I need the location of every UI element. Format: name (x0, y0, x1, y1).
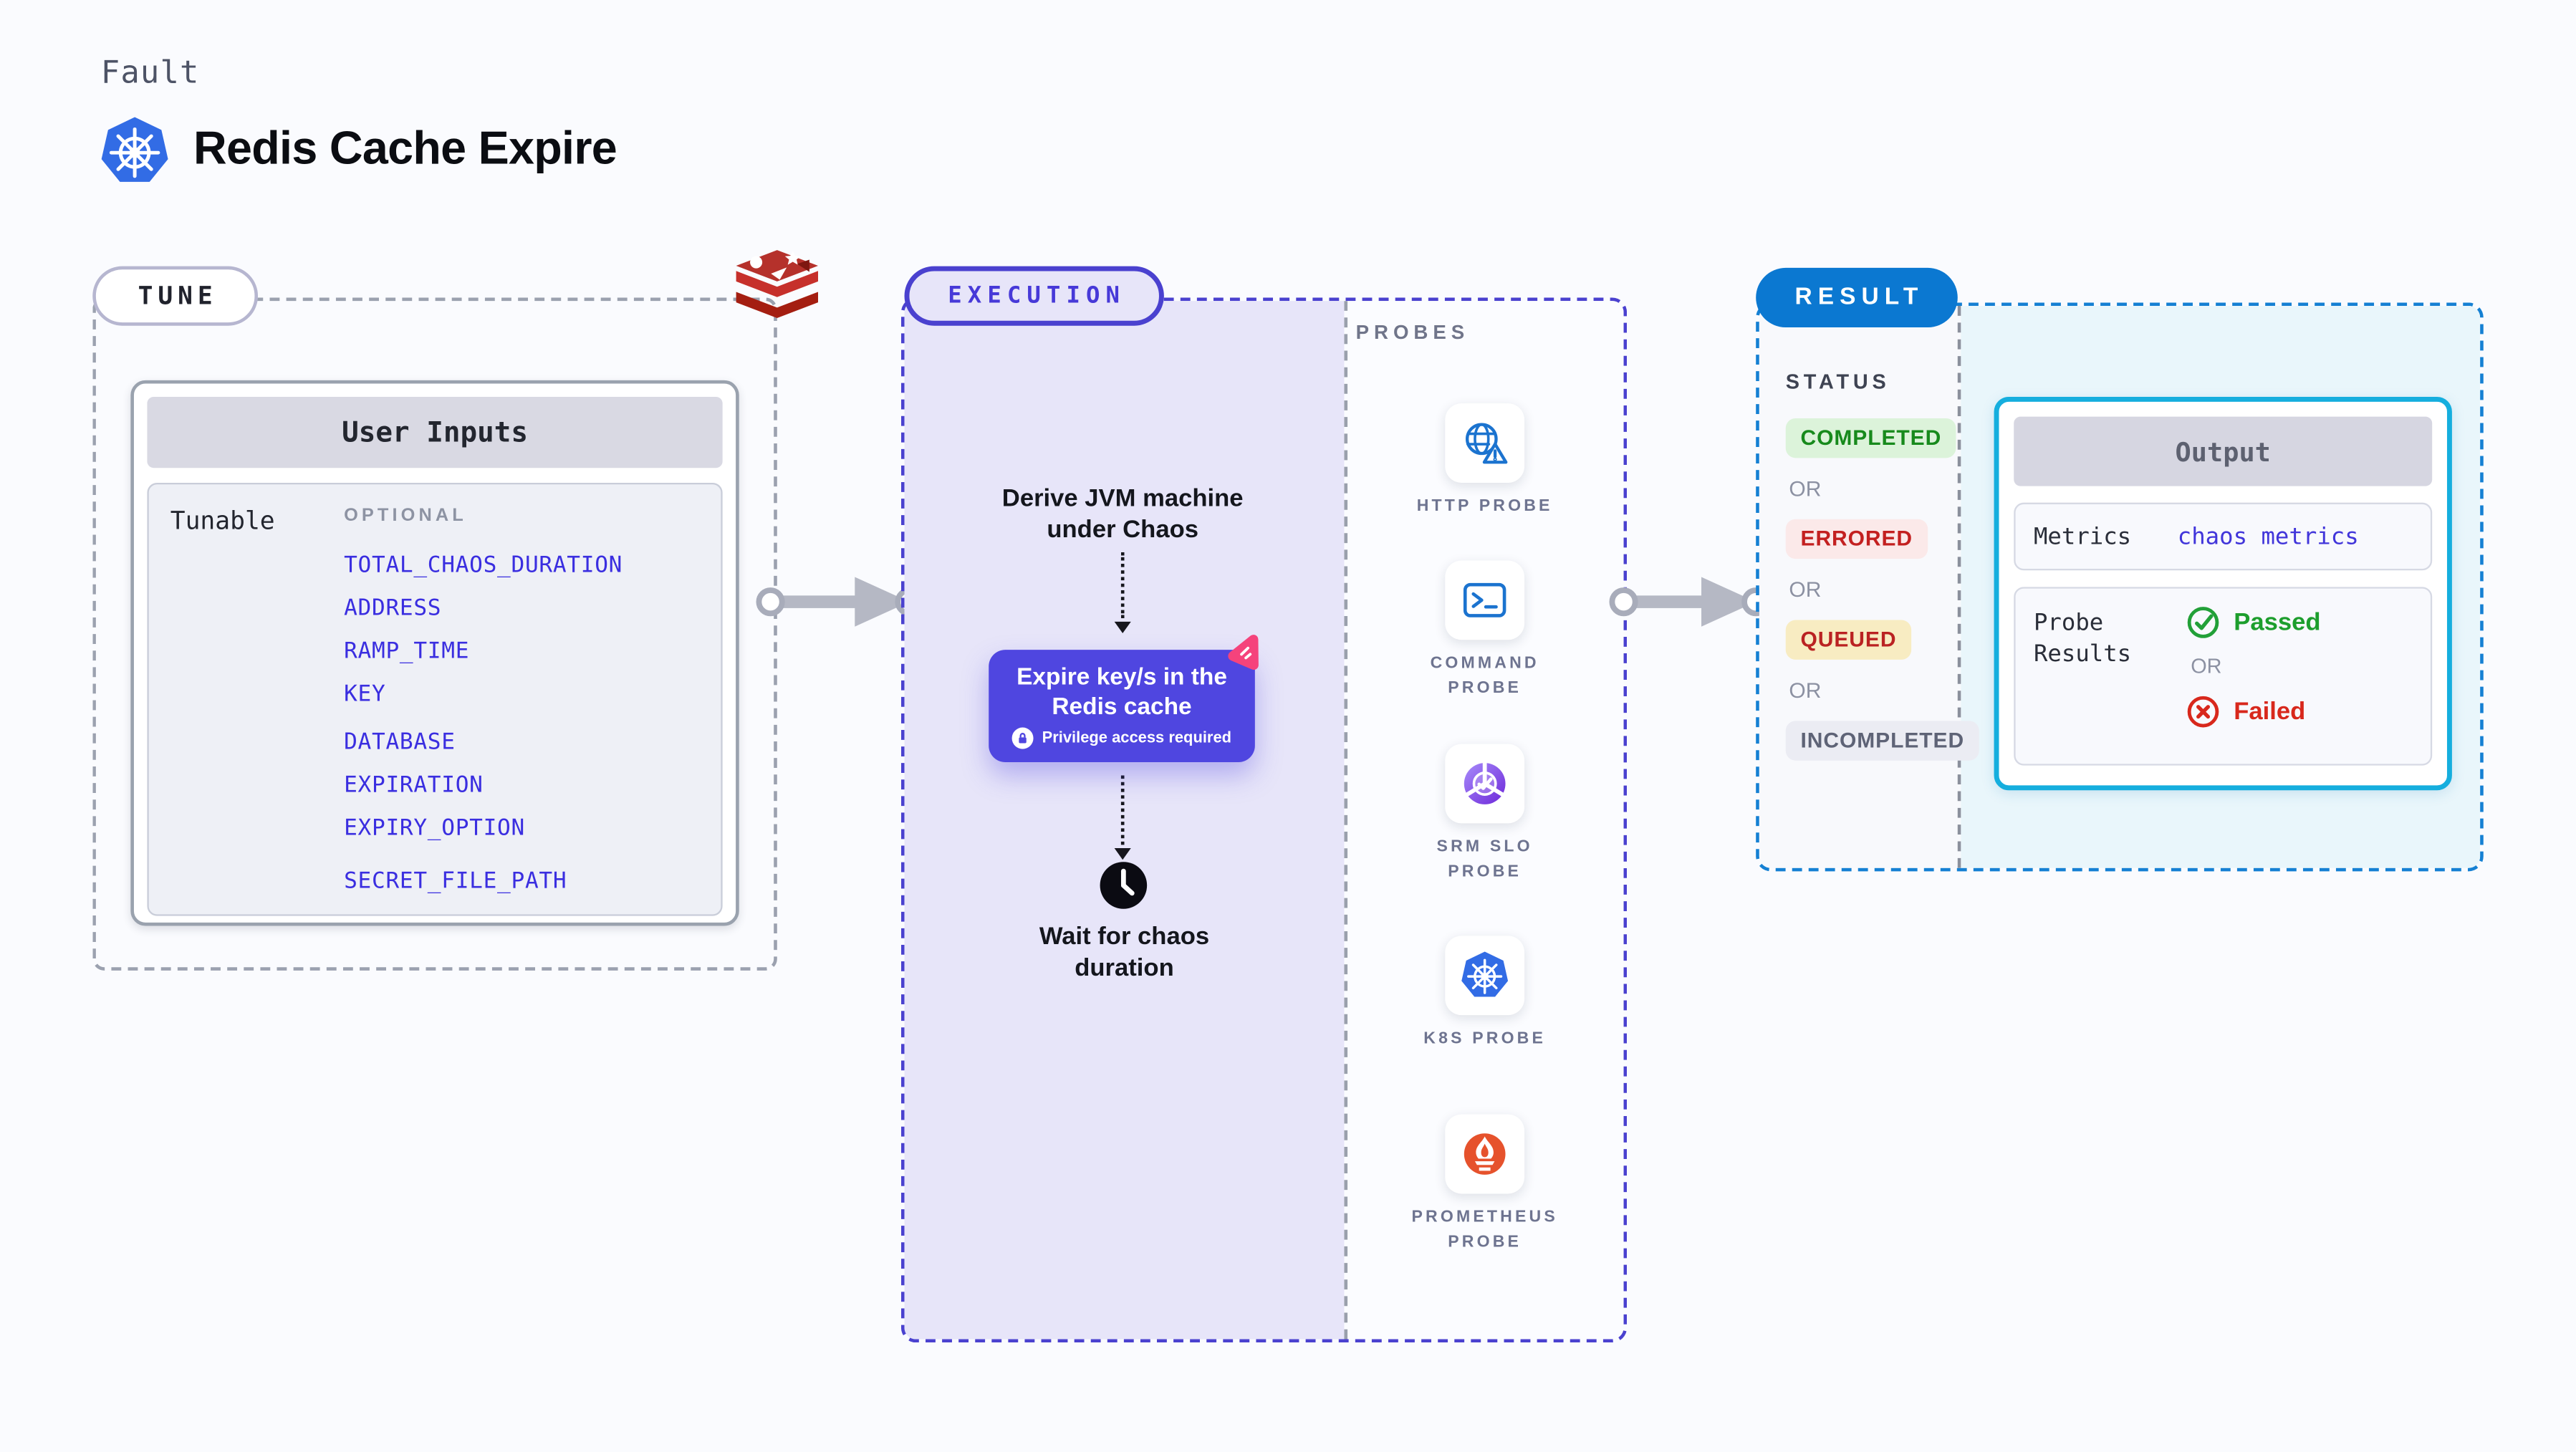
user-inputs-card: User Inputs Tunable OPTIONAL TOTAL_CHAOS… (130, 380, 739, 926)
lock-icon (1012, 727, 1034, 749)
status-badge-incompleted: INCOMPLETED (1785, 721, 1979, 761)
down-connector (1120, 775, 1125, 845)
failed-label: Failed (2234, 696, 2306, 726)
or-separator: OR (1789, 577, 1822, 602)
status-badge-queued: QUEUED (1785, 620, 1912, 660)
http-probe-card (1445, 403, 1525, 483)
result-section-pill: RESULT (1756, 267, 1958, 328)
user-input-item: EXPIRATION (344, 771, 484, 799)
check-circle-icon (2186, 605, 2220, 639)
clock-icon (1098, 860, 1150, 919)
output-title: Output (2014, 416, 2433, 486)
tune-section-box (92, 297, 777, 971)
down-arrowhead-icon (1114, 848, 1131, 860)
passed-label: Passed (2234, 607, 2321, 636)
probe-results-label: Probe Results (2033, 610, 2132, 668)
down-connector (1120, 552, 1125, 619)
fault-kicker: Fault (100, 54, 200, 91)
metrics-row: Metrics chaos metrics (2014, 502, 2433, 571)
prometheus-flame-icon (1464, 1133, 1506, 1175)
globe-warning-icon (1465, 423, 1508, 464)
slo-donut-icon (1464, 761, 1506, 804)
user-input-item: SECRET_FILE_PATH (344, 867, 567, 895)
tune-section-pill: TUNE (92, 266, 259, 326)
status-badge-completed: COMPLETED (1785, 418, 1956, 458)
kubernetes-icon (99, 116, 170, 196)
user-input-item: KEY (344, 681, 386, 708)
x-circle-icon (2186, 693, 2220, 728)
k8s-probe-label: K8S PROBE (1423, 1029, 1547, 1049)
fault-step-card: Expire key/s in the Redis cache Privileg… (989, 650, 1255, 763)
privilege-badge-text: Privilege access required (1042, 729, 1232, 748)
user-input-item: ADDRESS (344, 595, 442, 622)
k8s-probe-card (1445, 936, 1525, 1016)
execution-to-result-arrow (1609, 577, 1771, 627)
status-column (1759, 305, 1961, 868)
metrics-value: chaos metrics (2177, 523, 2359, 550)
down-arrowhead-icon (1114, 621, 1131, 633)
probes-heading: PROBES (1355, 320, 1470, 345)
status-heading: STATUS (1785, 370, 1890, 394)
prometheus-probe-card (1445, 1114, 1525, 1194)
prometheus-probe-label: PROMETHEUS PROBE (1411, 1208, 1558, 1252)
or-separator: OR (1789, 476, 1822, 501)
metrics-label: Metrics (2033, 523, 2132, 550)
command-probe-label: COMMAND PROBE (1430, 655, 1539, 698)
srm-slo-probe-label: SRM SLO PROBE (1436, 838, 1533, 882)
status-list: COMPLETED OR ERRORED OR QUEUED OR INCOMP… (1785, 418, 1979, 761)
kubernetes-icon (1461, 951, 1509, 997)
execution-flow-area (904, 301, 1345, 1340)
optional-group-label: OPTIONAL (344, 506, 467, 526)
status-badge-errored: ERRORED (1785, 519, 1928, 559)
probe-results-row: Probe Results Passed OR (2014, 587, 2433, 766)
command-probe-card (1445, 560, 1525, 640)
output-card: Output Metrics chaos metrics Probe Resul… (1994, 396, 2452, 791)
user-input-item: DATABASE (344, 729, 456, 756)
srm-slo-probe-card (1445, 744, 1525, 824)
user-inputs-body: Tunable OPTIONAL TOTAL_CHAOS_DURATION AD… (147, 482, 723, 916)
fault-step-title: Expire key/s in the Redis cache (1017, 664, 1227, 721)
redis-icon (729, 248, 825, 340)
user-input-list: TOTAL_CHAOS_DURATION ADDRESS RAMP_TIME K… (344, 544, 623, 903)
page-title: Redis Cache Expire (193, 122, 617, 174)
litmus-chaos-icon (1223, 631, 1269, 685)
terminal-icon (1463, 582, 1506, 617)
tunable-label: Tunable (170, 506, 275, 536)
derive-step-text: Derive JVM machine under Chaos (1001, 484, 1244, 544)
user-input-item: TOTAL_CHAOS_DURATION (344, 552, 623, 579)
wait-step-text: Wait for chaos duration (1039, 922, 1210, 983)
http-probe-label: HTTP PROBE (1416, 497, 1553, 516)
user-input-item: RAMP_TIME (344, 638, 470, 665)
execution-section-pill: EXECUTION (904, 266, 1164, 326)
user-inputs-title: User Inputs (147, 396, 723, 468)
or-separator: OR (1789, 678, 1822, 703)
or-separator: OR (2191, 655, 2222, 678)
user-input-item: EXPIRY_OPTION (344, 814, 525, 842)
